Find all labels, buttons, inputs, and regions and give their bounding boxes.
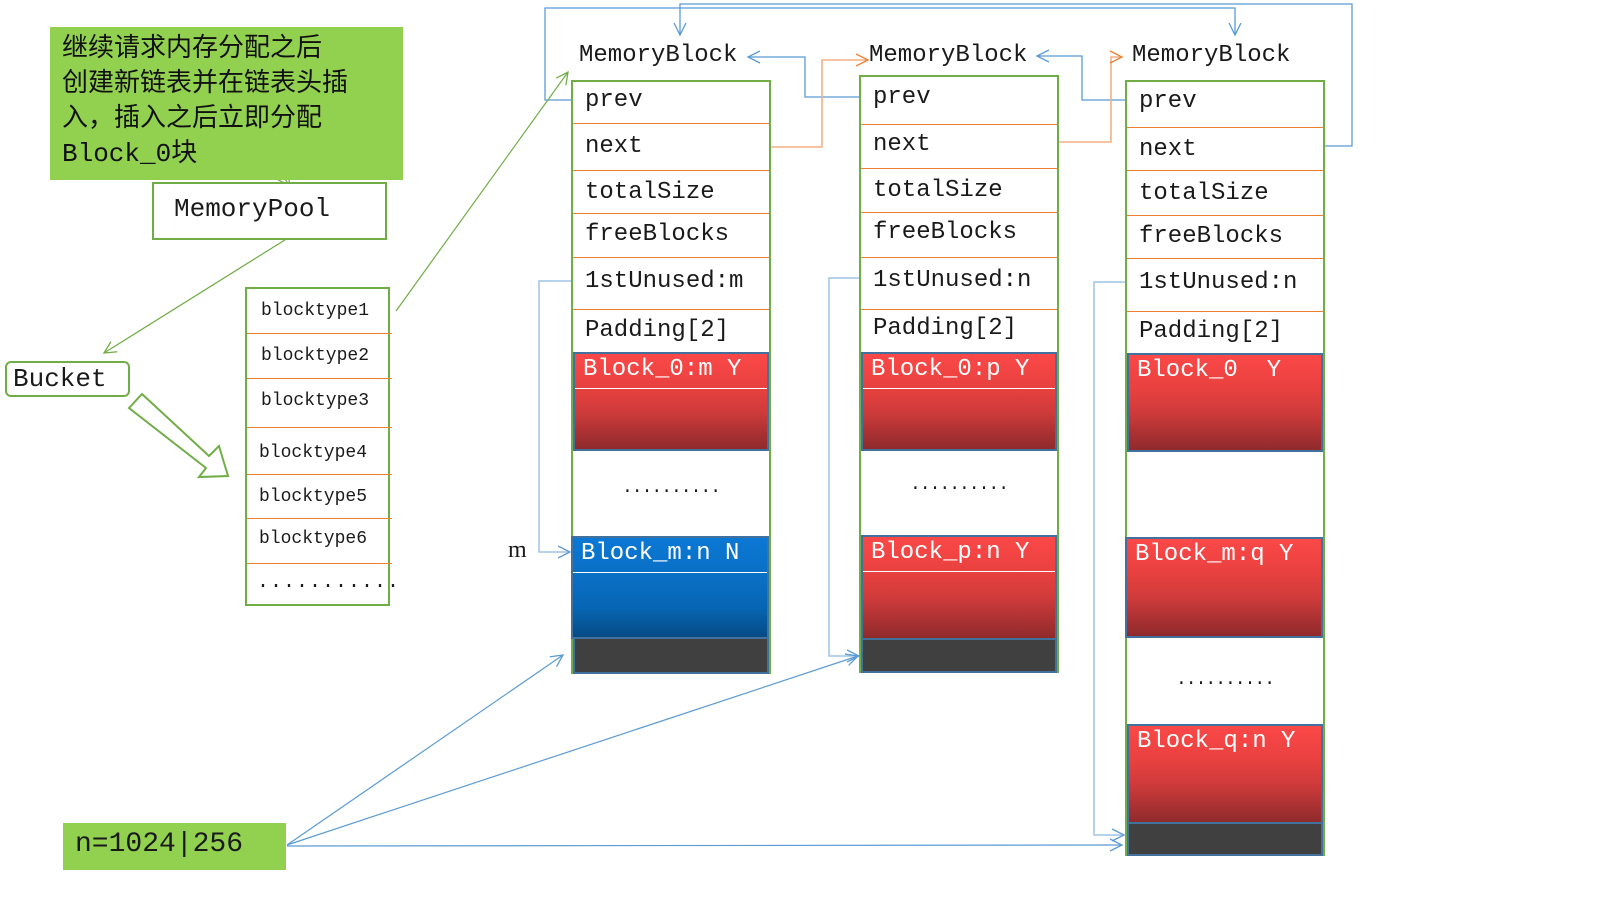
memory-block-1: prev next totalSize freeBlocks 1stUnused… — [571, 80, 771, 674]
memory-chunk-used: Block_0:m Y — [573, 352, 769, 451]
memory-block-3-title: MemoryBlock — [1132, 42, 1291, 69]
chunk-label: Block_m:n N — [573, 538, 767, 573]
field-free-blocks: freeBlocks — [861, 213, 1057, 258]
note-line: 继续请求内存分配之后 — [62, 33, 323, 63]
mb2-next-connector — [1058, 57, 1122, 143]
memory-chunk-free: Block_m:n N — [571, 536, 769, 639]
field-total-size: totalSize — [1127, 171, 1323, 216]
memory-block-1-title: MemoryBlock — [579, 42, 738, 69]
memory-chunk-used: Block_0 Y — [1127, 353, 1323, 452]
note-line: Block_0块 — [62, 136, 391, 172]
field-padding: Padding[2] — [873, 315, 1018, 342]
blocktype-to-mb1-connector — [395, 72, 568, 312]
chunk-ellipsis: .......... — [621, 478, 721, 498]
mb2-first-unused-connector — [828, 277, 860, 656]
memory-pool-box: MemoryPool — [152, 182, 387, 240]
block-type-list: blocktype1 blocktype2 blocktype3 blockty… — [245, 287, 399, 606]
field-prev: prev — [573, 82, 769, 124]
field-padding: Padding[2] — [585, 317, 730, 344]
chunk-label: Block_p:n Y — [863, 537, 1055, 572]
field-free-blocks: freeBlocks — [1127, 216, 1323, 259]
note-line: 入，插入之后立即分配 — [62, 103, 323, 133]
field-padding: Padding[2] — [1139, 318, 1284, 345]
field-first-unused: 1stUnused:n — [861, 258, 1057, 310]
memory-chunk-used: Block_m:q Y — [1125, 537, 1323, 638]
m-marker-label: m — [508, 537, 527, 563]
block-tail — [573, 637, 769, 674]
chunk-ellipsis: .......... — [909, 475, 1009, 495]
memory-block-2-title: MemoryBlock — [869, 42, 1028, 69]
memory-chunk-used: Block_0:p Y — [861, 352, 1057, 451]
note-suffix: 块 — [171, 138, 198, 168]
memory-chunk-used: Block_q:n Y — [1127, 724, 1323, 824]
block-type-item: blocktype6 — [247, 519, 392, 564]
field-prev: prev — [1127, 82, 1323, 128]
block-tail — [861, 638, 1057, 673]
field-total-size: totalSize — [861, 169, 1057, 213]
memory-chunk-used: Block_p:n Y — [861, 535, 1057, 640]
memory-block-3: prev next totalSize freeBlocks 1stUnused… — [1125, 80, 1325, 856]
note-line: 创建新链表并在链表头插 — [62, 68, 349, 98]
field-free-blocks: freeBlocks — [573, 214, 769, 258]
mb3-first-unused-connector — [1093, 281, 1126, 835]
block-tail — [1127, 822, 1323, 856]
field-total-size: totalSize — [573, 171, 769, 214]
block-type-item: blocktype1 — [247, 289, 392, 334]
chunk-label: Block_q:n Y — [1137, 728, 1296, 755]
chunk-label: Block_0 Y — [1137, 357, 1282, 384]
field-prev: prev — [861, 77, 1057, 125]
n-to-mb2-connector — [286, 656, 858, 846]
field-first-unused: 1stUnused:n — [1127, 259, 1323, 312]
field-next: next — [573, 124, 769, 171]
n-to-mb3-connector — [286, 845, 1122, 846]
chunk-label: Block_0:m Y — [575, 354, 767, 389]
block-type-item: blocktype2 — [247, 334, 392, 379]
block-type-item: blocktype5 — [247, 475, 392, 519]
block-type-ellipsis: ........... — [257, 571, 401, 594]
field-next: next — [861, 125, 1057, 169]
block-type-item: blocktype4 — [247, 428, 392, 475]
note-box: 继续请求内存分配之后 创建新链表并在链表头插 入，插入之后立即分配 Block_… — [50, 27, 403, 180]
bucket-box: Bucket — [5, 361, 130, 397]
n-to-mb1-connector — [286, 655, 563, 846]
chunk-label: Block_0:p Y — [863, 354, 1055, 389]
memory-block-2: prev next totalSize freeBlocks 1stUnused… — [859, 75, 1059, 673]
n-size-box: n=1024|256 — [63, 823, 286, 870]
bucket-to-types-arrow — [127, 392, 230, 479]
note-block-name: Block_0 — [62, 139, 172, 169]
mb1-first-unused-connector — [538, 280, 572, 552]
field-next: next — [1127, 128, 1323, 171]
block-type-item: blocktype3 — [247, 379, 392, 428]
field-first-unused: 1stUnused:m — [573, 258, 769, 310]
mb1-next-connector — [770, 60, 868, 148]
chunk-label: Block_m:q Y — [1135, 541, 1294, 568]
chunk-ellipsis: .......... — [1175, 670, 1275, 690]
